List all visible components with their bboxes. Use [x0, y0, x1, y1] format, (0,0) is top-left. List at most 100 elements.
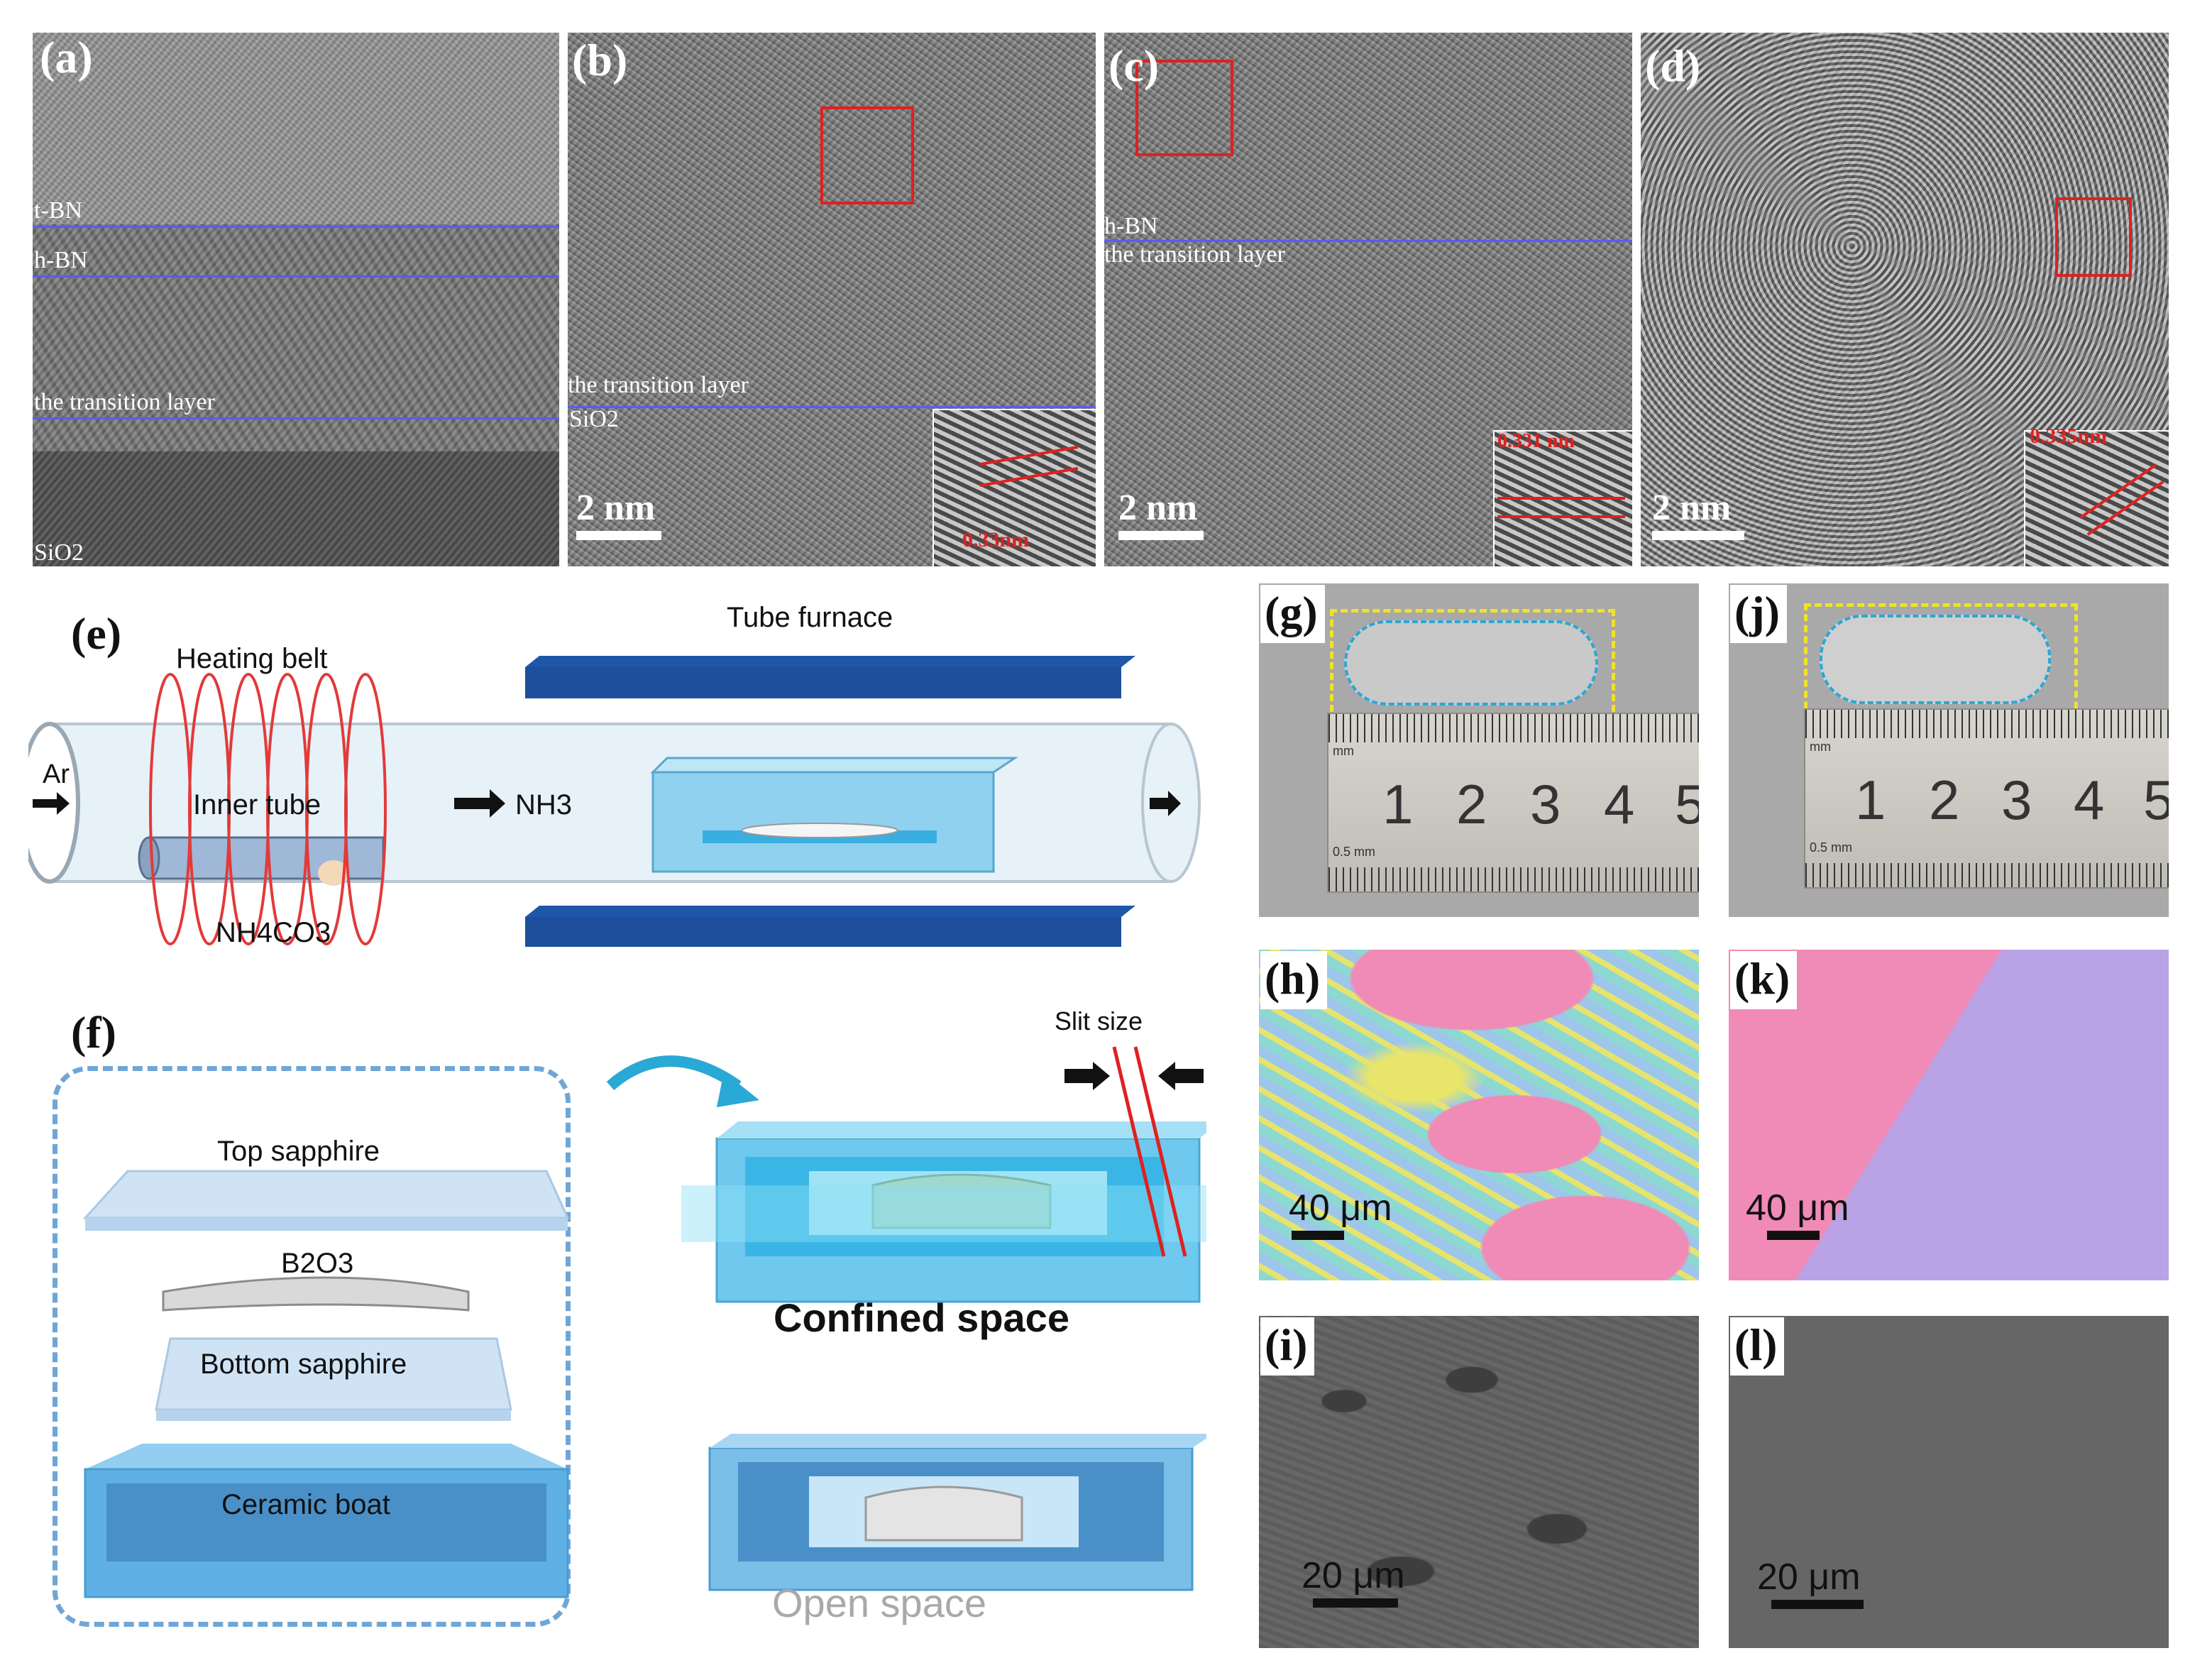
scale-text-k: 40 μm — [1746, 1187, 1849, 1229]
heating-belt-coils — [149, 673, 387, 945]
top-sapphire-label: Top sapphire — [217, 1136, 380, 1167]
scale-bar-b: 2 nm — [576, 490, 661, 540]
confined-top-sapphire — [681, 1185, 1206, 1242]
nh3-flow-arrow — [454, 789, 505, 818]
transition-boundary-line-a — [33, 417, 559, 419]
film-outline-j — [1820, 615, 2051, 704]
slit-line-2 — [1133, 1046, 1187, 1257]
scale-text-h: 40 μm — [1289, 1187, 1392, 1229]
lattice-inset-d — [2024, 430, 2169, 566]
furnace-bottom-plate-front — [525, 917, 1121, 947]
label-f: (f) — [71, 1007, 116, 1058]
nh3-label: NH3 — [515, 789, 573, 820]
open-b2o3 — [864, 1486, 1023, 1542]
transition-boundary-line-b — [568, 406, 1096, 408]
confined-boat — [651, 771, 995, 873]
scale-bar-l: 20 μm — [1757, 1559, 1864, 1609]
sem-panel-i — [1259, 1316, 1699, 1648]
tbn-label: t-BN — [34, 197, 82, 224]
film-outline-g — [1344, 620, 1598, 706]
exploded-view-frame — [53, 1066, 571, 1627]
open-space-label: Open space — [772, 1581, 986, 1625]
lattice-inset-b — [932, 409, 1096, 566]
transition-label-c: the transition layer — [1104, 241, 1285, 268]
ruler-j-digit-4: 4 — [2074, 769, 2105, 831]
label-l: (l) — [1730, 1317, 1785, 1376]
tem-panel-b — [568, 33, 1096, 566]
spacing-marker-c2 — [1497, 515, 1625, 518]
bottom-sapphire-label: Bottom sapphire — [200, 1349, 407, 1380]
selection-box-c — [1135, 60, 1233, 156]
transition-label-b: the transition layer — [568, 372, 749, 398]
confined-b2o3 — [871, 1173, 1052, 1229]
scale-text-b: 2 nm — [576, 488, 656, 528]
scale-text-d: 2 nm — [1652, 488, 1732, 528]
ruler-unit-j: mm — [1810, 740, 1831, 754]
ruler-g: mm 0.5 mm 1 2 3 4 5 — [1327, 713, 1699, 893]
spacing-label-d: 0.335nm — [2030, 424, 2108, 448]
top-sapphire-plate — [82, 1170, 570, 1219]
transition-label-a: the transition layer — [34, 389, 215, 415]
spacing-label-b: 0.33nm — [962, 528, 1030, 551]
slit-size-label: Slit size — [1055, 1006, 1143, 1036]
tube-furnace-diagram — [28, 656, 1201, 947]
ruler-digit-3: 3 — [1530, 773, 1561, 835]
sio2-label-b: SiO2 — [569, 406, 619, 432]
precursor-powder — [318, 860, 349, 886]
label-a: (a) — [40, 32, 93, 82]
assembly-arrow — [606, 1055, 742, 1091]
hbn-boundary-line — [33, 275, 559, 278]
tube-furnace-label: Tube furnace — [727, 602, 893, 633]
ceramic-boat-exploded — [85, 1444, 568, 1469]
exhaust-arrow — [1150, 791, 1181, 816]
label-g: (g) — [1260, 585, 1325, 643]
ruler-j-digit-3: 3 — [2001, 769, 2032, 831]
tem-panel-a — [33, 33, 559, 566]
tem-panel-d — [1641, 33, 2169, 566]
sem-panel-l — [1729, 1316, 2169, 1648]
selection-box-d — [2055, 197, 2132, 277]
furnace-top-plate-front — [525, 667, 1121, 698]
label-d: (d) — [1645, 40, 1701, 91]
scale-bar-c: 2 nm — [1118, 490, 1204, 540]
ruler-digit-4: 4 — [1604, 773, 1635, 835]
ar-label: Ar — [43, 759, 70, 789]
optical-panel-h — [1259, 950, 1699, 1280]
sio2-label-a: SiO2 — [34, 539, 84, 566]
ruler-half-g: 0.5 mm — [1333, 845, 1376, 859]
label-k: (k) — [1730, 951, 1798, 1009]
photo-panel-g: mm 0.5 mm 1 2 3 4 5 — [1259, 583, 1699, 917]
label-e: (e) — [71, 608, 122, 659]
spacing-marker-c — [1497, 497, 1625, 500]
ruler-half-j: 0.5 mm — [1810, 840, 1853, 855]
hbn-boundary-line-c — [1104, 240, 1632, 242]
ruler-digit-5: 5 — [1675, 773, 1699, 835]
ruler-j: mm 0.5 mm 1 2 3 4 5 — [1804, 708, 2169, 889]
scale-bar-d: 2 nm — [1652, 490, 1744, 540]
furnace-top-plate — [525, 656, 1135, 667]
label-b: (b) — [572, 35, 628, 85]
ruler-digit-1: 1 — [1382, 773, 1414, 835]
slit-line-1 — [1112, 1046, 1166, 1257]
tbn-boundary-line — [33, 226, 559, 228]
slit-arrow-left — [1064, 1062, 1110, 1090]
confined-space-label: Confined space — [774, 1295, 1069, 1340]
inner-tube-label: Inner tube — [193, 789, 321, 820]
scale-text-i: 20 μm — [1302, 1555, 1405, 1596]
assembly-diagram — [82, 1046, 1206, 1598]
ar-flow-arrow — [33, 792, 70, 815]
ruler-j-digit-1: 1 — [1855, 769, 1886, 831]
label-i: (i) — [1260, 1317, 1315, 1376]
hbn-label-c: h-BN — [1104, 213, 1158, 239]
ruler-unit-g: mm — [1333, 744, 1354, 758]
label-c: (c) — [1108, 40, 1160, 91]
ruler-j-digit-5: 5 — [2143, 769, 2169, 831]
scale-text-c: 2 nm — [1118, 488, 1198, 528]
optical-panel-k — [1729, 950, 2169, 1280]
furnace-bottom-plate — [525, 906, 1135, 917]
ruler-j-digit-2: 2 — [1929, 769, 1960, 831]
scale-bar-h: 40 μm — [1289, 1190, 1392, 1240]
ruler-digit-2: 2 — [1456, 773, 1487, 835]
slit-arrow-right — [1158, 1062, 1204, 1090]
b2o3-label: B2O3 — [281, 1248, 354, 1279]
